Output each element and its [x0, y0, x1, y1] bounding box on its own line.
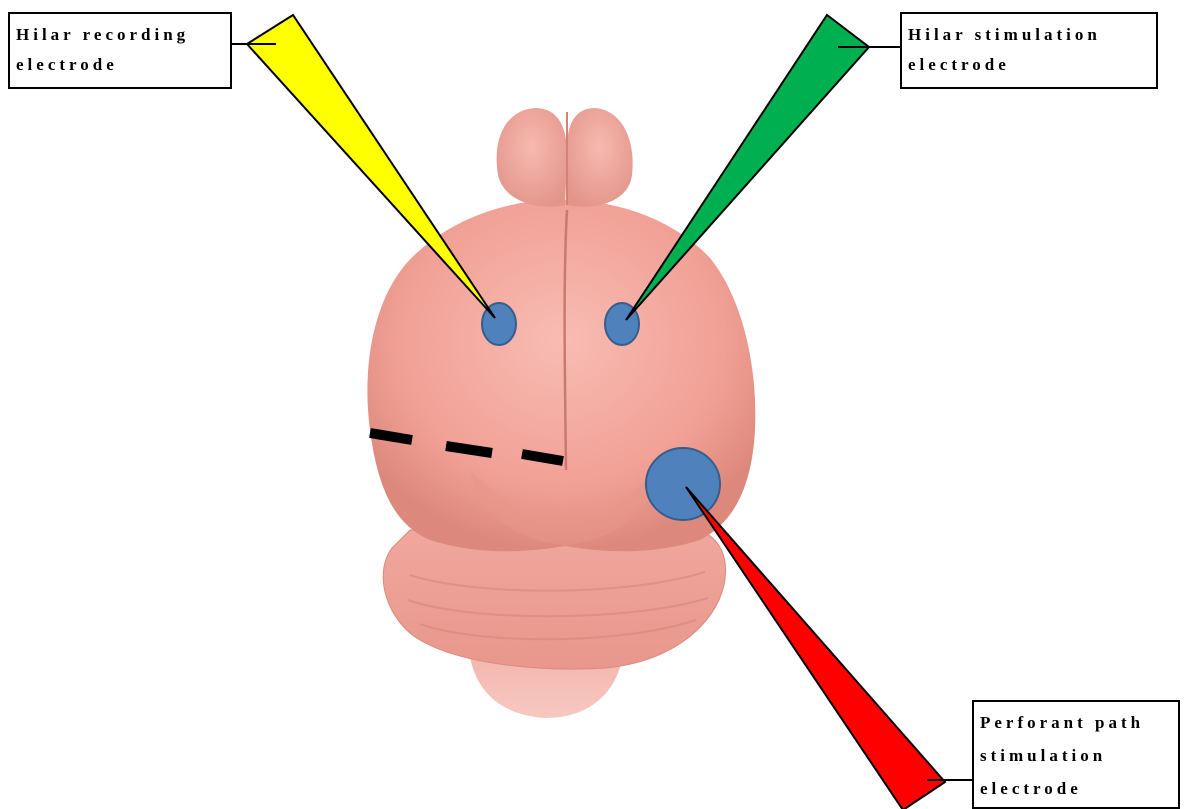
mouse-brain [367, 108, 755, 718]
perforant-path-label-line1: Perforant path [980, 706, 1174, 739]
olfactory-bulb-right [567, 108, 633, 207]
perforant-path-electrode [686, 487, 945, 809]
hilar-stimulation-electrode [626, 15, 869, 320]
hilar-recording-label: Hilar recording electrode [8, 12, 232, 89]
hilar-recording-electrode [247, 15, 495, 318]
cerebellum [383, 530, 725, 669]
hilar-recording-label-line1: Hilar recording [16, 20, 226, 50]
hilar-stimulation-label-line1: Hilar stimulation [908, 20, 1152, 50]
hilar-stimulation-label: Hilar stimulation electrode [900, 12, 1158, 89]
olfactory-bulb-left [497, 108, 568, 207]
hilar-stimulation-label-line2: electrode [908, 50, 1152, 80]
perforant-path-label-line2: stimulation [980, 739, 1174, 772]
perforant-path-label: Perforant path stimulation electrode [972, 700, 1180, 809]
perforant-path-site [646, 448, 720, 520]
perforant-path-label-line3: electrode [980, 772, 1174, 805]
hilar-recording-label-line2: electrode [16, 50, 226, 80]
